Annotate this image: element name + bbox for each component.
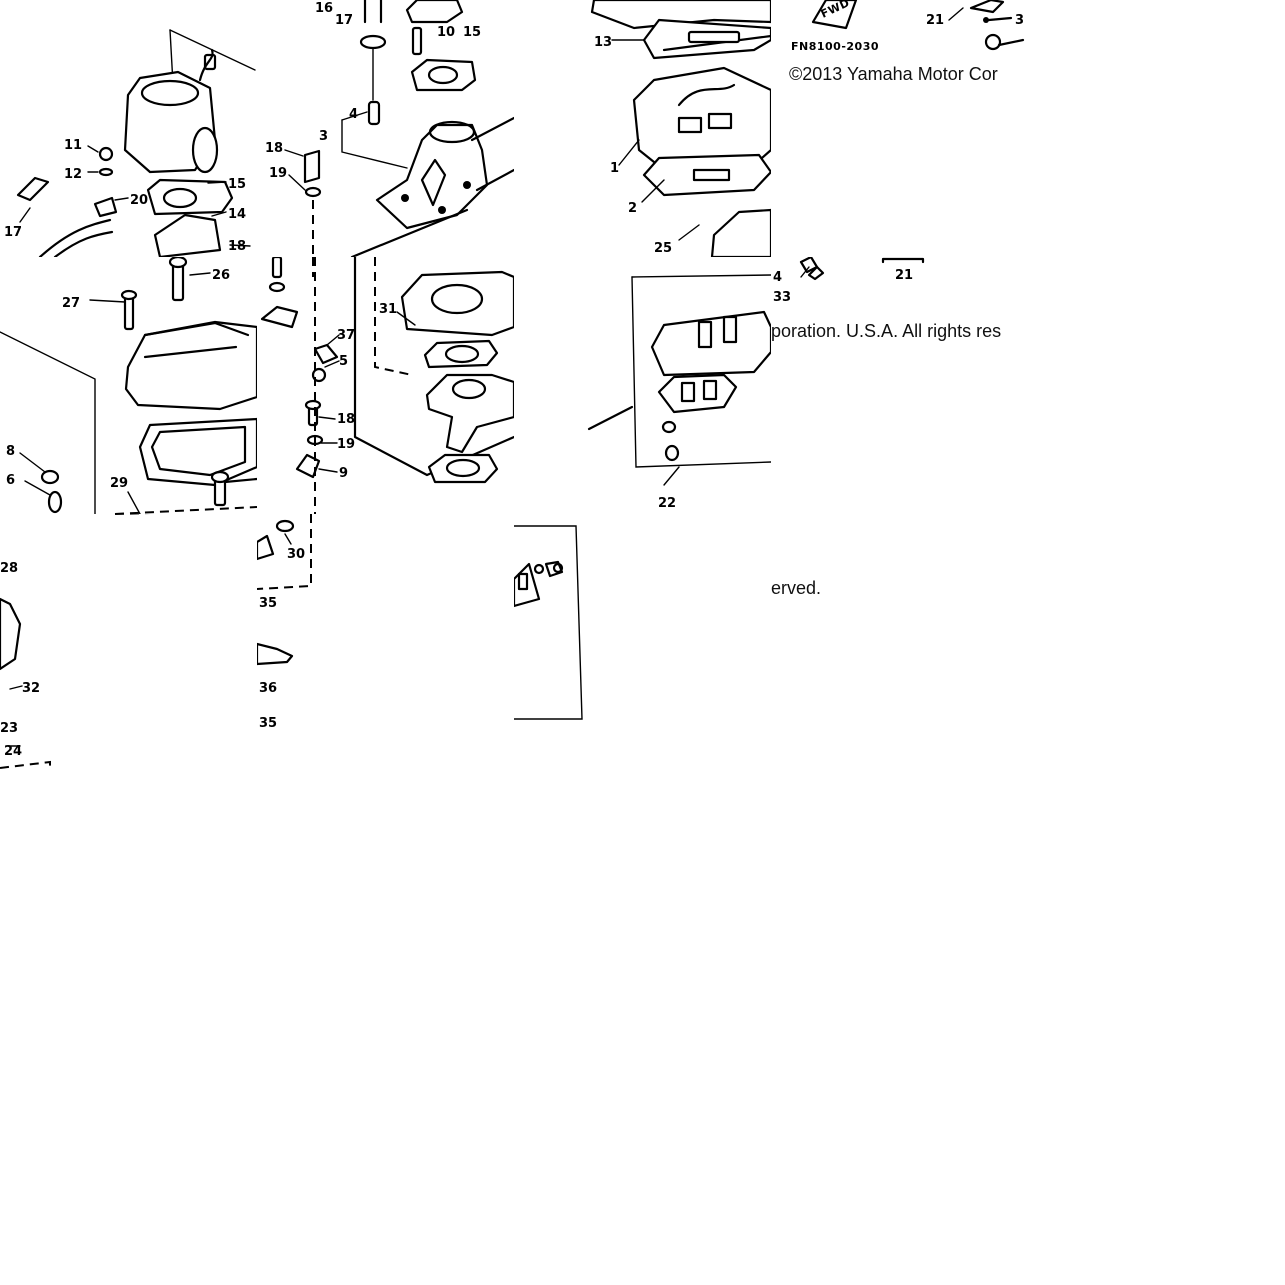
diagram-tile-lower-left: 28 32 23 24 <box>0 514 257 771</box>
copyright-text-3: erved. <box>771 578 822 598</box>
callout-13: 13 <box>594 35 612 50</box>
callout-20: 20 <box>130 193 148 208</box>
callout-31: 31 <box>379 302 397 317</box>
callout-30: 30 <box>287 547 305 562</box>
callout-25: 25 <box>654 241 672 256</box>
callout-4: 4 <box>773 270 782 285</box>
gaskets-drawing: 31 37 5 18 19 9 <box>260 257 514 514</box>
callout-32: 32 <box>22 681 40 696</box>
diagram-tile-cylinder: 11 12 17 20 15 14 18 <box>0 0 257 257</box>
callout-37: 37 <box>337 328 355 343</box>
callout-21: 21 <box>895 268 913 283</box>
callout-15: 15 <box>228 177 246 192</box>
callout-35: 35 <box>259 596 277 611</box>
manifold-drawing: 16 17 10 15 4 3 18 19 <box>265 0 514 257</box>
diagram-code: FN8100-2030 <box>791 40 879 53</box>
lower-reed-drawing <box>514 525 583 720</box>
lower-left-drawing: 28 32 23 24 <box>0 514 151 771</box>
callout-24: 24 <box>4 744 22 759</box>
diagram-tile-intake: 13 1 2 25 <box>514 0 771 257</box>
diagram-tile-fasteners: 4 33 21 <box>771 257 1028 514</box>
callout-12: 12 <box>64 167 82 182</box>
callout-19: 19 <box>269 166 287 181</box>
fwd-drawing: FWD FN8100-2030 21 3 <box>791 0 1025 53</box>
fasteners-drawing: 4 33 21 <box>773 257 925 305</box>
callout-6: 6 <box>6 473 15 488</box>
callout-3: 3 <box>319 129 328 144</box>
diagram-tile-manifold: 16 17 10 15 4 3 18 19 <box>257 0 514 257</box>
callout-14: 14 <box>228 207 246 222</box>
diagram-tile-lower-reed <box>514 514 771 771</box>
callout-18: 18 <box>228 239 246 254</box>
diagram-tile-lower-middle: 30 35 36 35 <box>257 514 514 771</box>
callout-15: 15 <box>463 25 481 40</box>
diagram-tile-gaskets: 31 37 5 18 19 9 <box>257 257 514 514</box>
callout-5: 5 <box>339 354 348 369</box>
callout-23: 23 <box>0 721 18 736</box>
callout-35b: 35 <box>259 716 277 731</box>
diagram-tile-fwd: FWD FN8100-2030 21 3 <box>771 0 1028 257</box>
callout-18: 18 <box>265 141 283 156</box>
callout-10: 10 <box>437 25 455 40</box>
callout-11: 11 <box>64 138 82 153</box>
callout-33: 33 <box>773 290 791 305</box>
callout-22: 22 <box>658 496 676 511</box>
callout-29: 29 <box>110 476 128 491</box>
callout-27: 27 <box>62 296 80 311</box>
copyright-text-1: ©2013 Yamaha Motor Cor <box>789 64 998 84</box>
callout-21: 21 <box>926 13 944 28</box>
callout-4: 4 <box>349 107 358 122</box>
callout-18: 18 <box>337 412 355 427</box>
callout-17: 17 <box>335 13 353 28</box>
copyright-text-2: poration. U.S.A. All rights res <box>771 321 1002 341</box>
callout-1: 1 <box>610 161 619 176</box>
callout-28: 28 <box>0 561 18 576</box>
callout-8: 8 <box>6 444 15 459</box>
callout-2: 2 <box>628 201 637 216</box>
airbox-drawing: 27 26 8 6 29 <box>0 257 257 514</box>
callout-17: 17 <box>4 225 22 240</box>
callout-36: 36 <box>259 681 277 696</box>
callout-26: 26 <box>212 268 230 283</box>
callout-3: 3 <box>1015 13 1024 28</box>
intake-drawing: 13 1 2 25 <box>590 0 771 257</box>
callout-9: 9 <box>339 466 348 481</box>
diagram-tile-airbox: 27 26 8 6 29 <box>0 257 257 514</box>
reed-detail-drawing: 22 <box>587 274 771 511</box>
cylinder-drawing: 11 12 17 20 15 14 18 <box>4 29 256 257</box>
callout-19: 19 <box>337 437 355 452</box>
lower-middle-drawing: 30 35 36 35 <box>257 514 312 731</box>
diagram-tile-reed-detail: 22 <box>514 257 771 514</box>
callout-16: 16 <box>315 1 333 16</box>
